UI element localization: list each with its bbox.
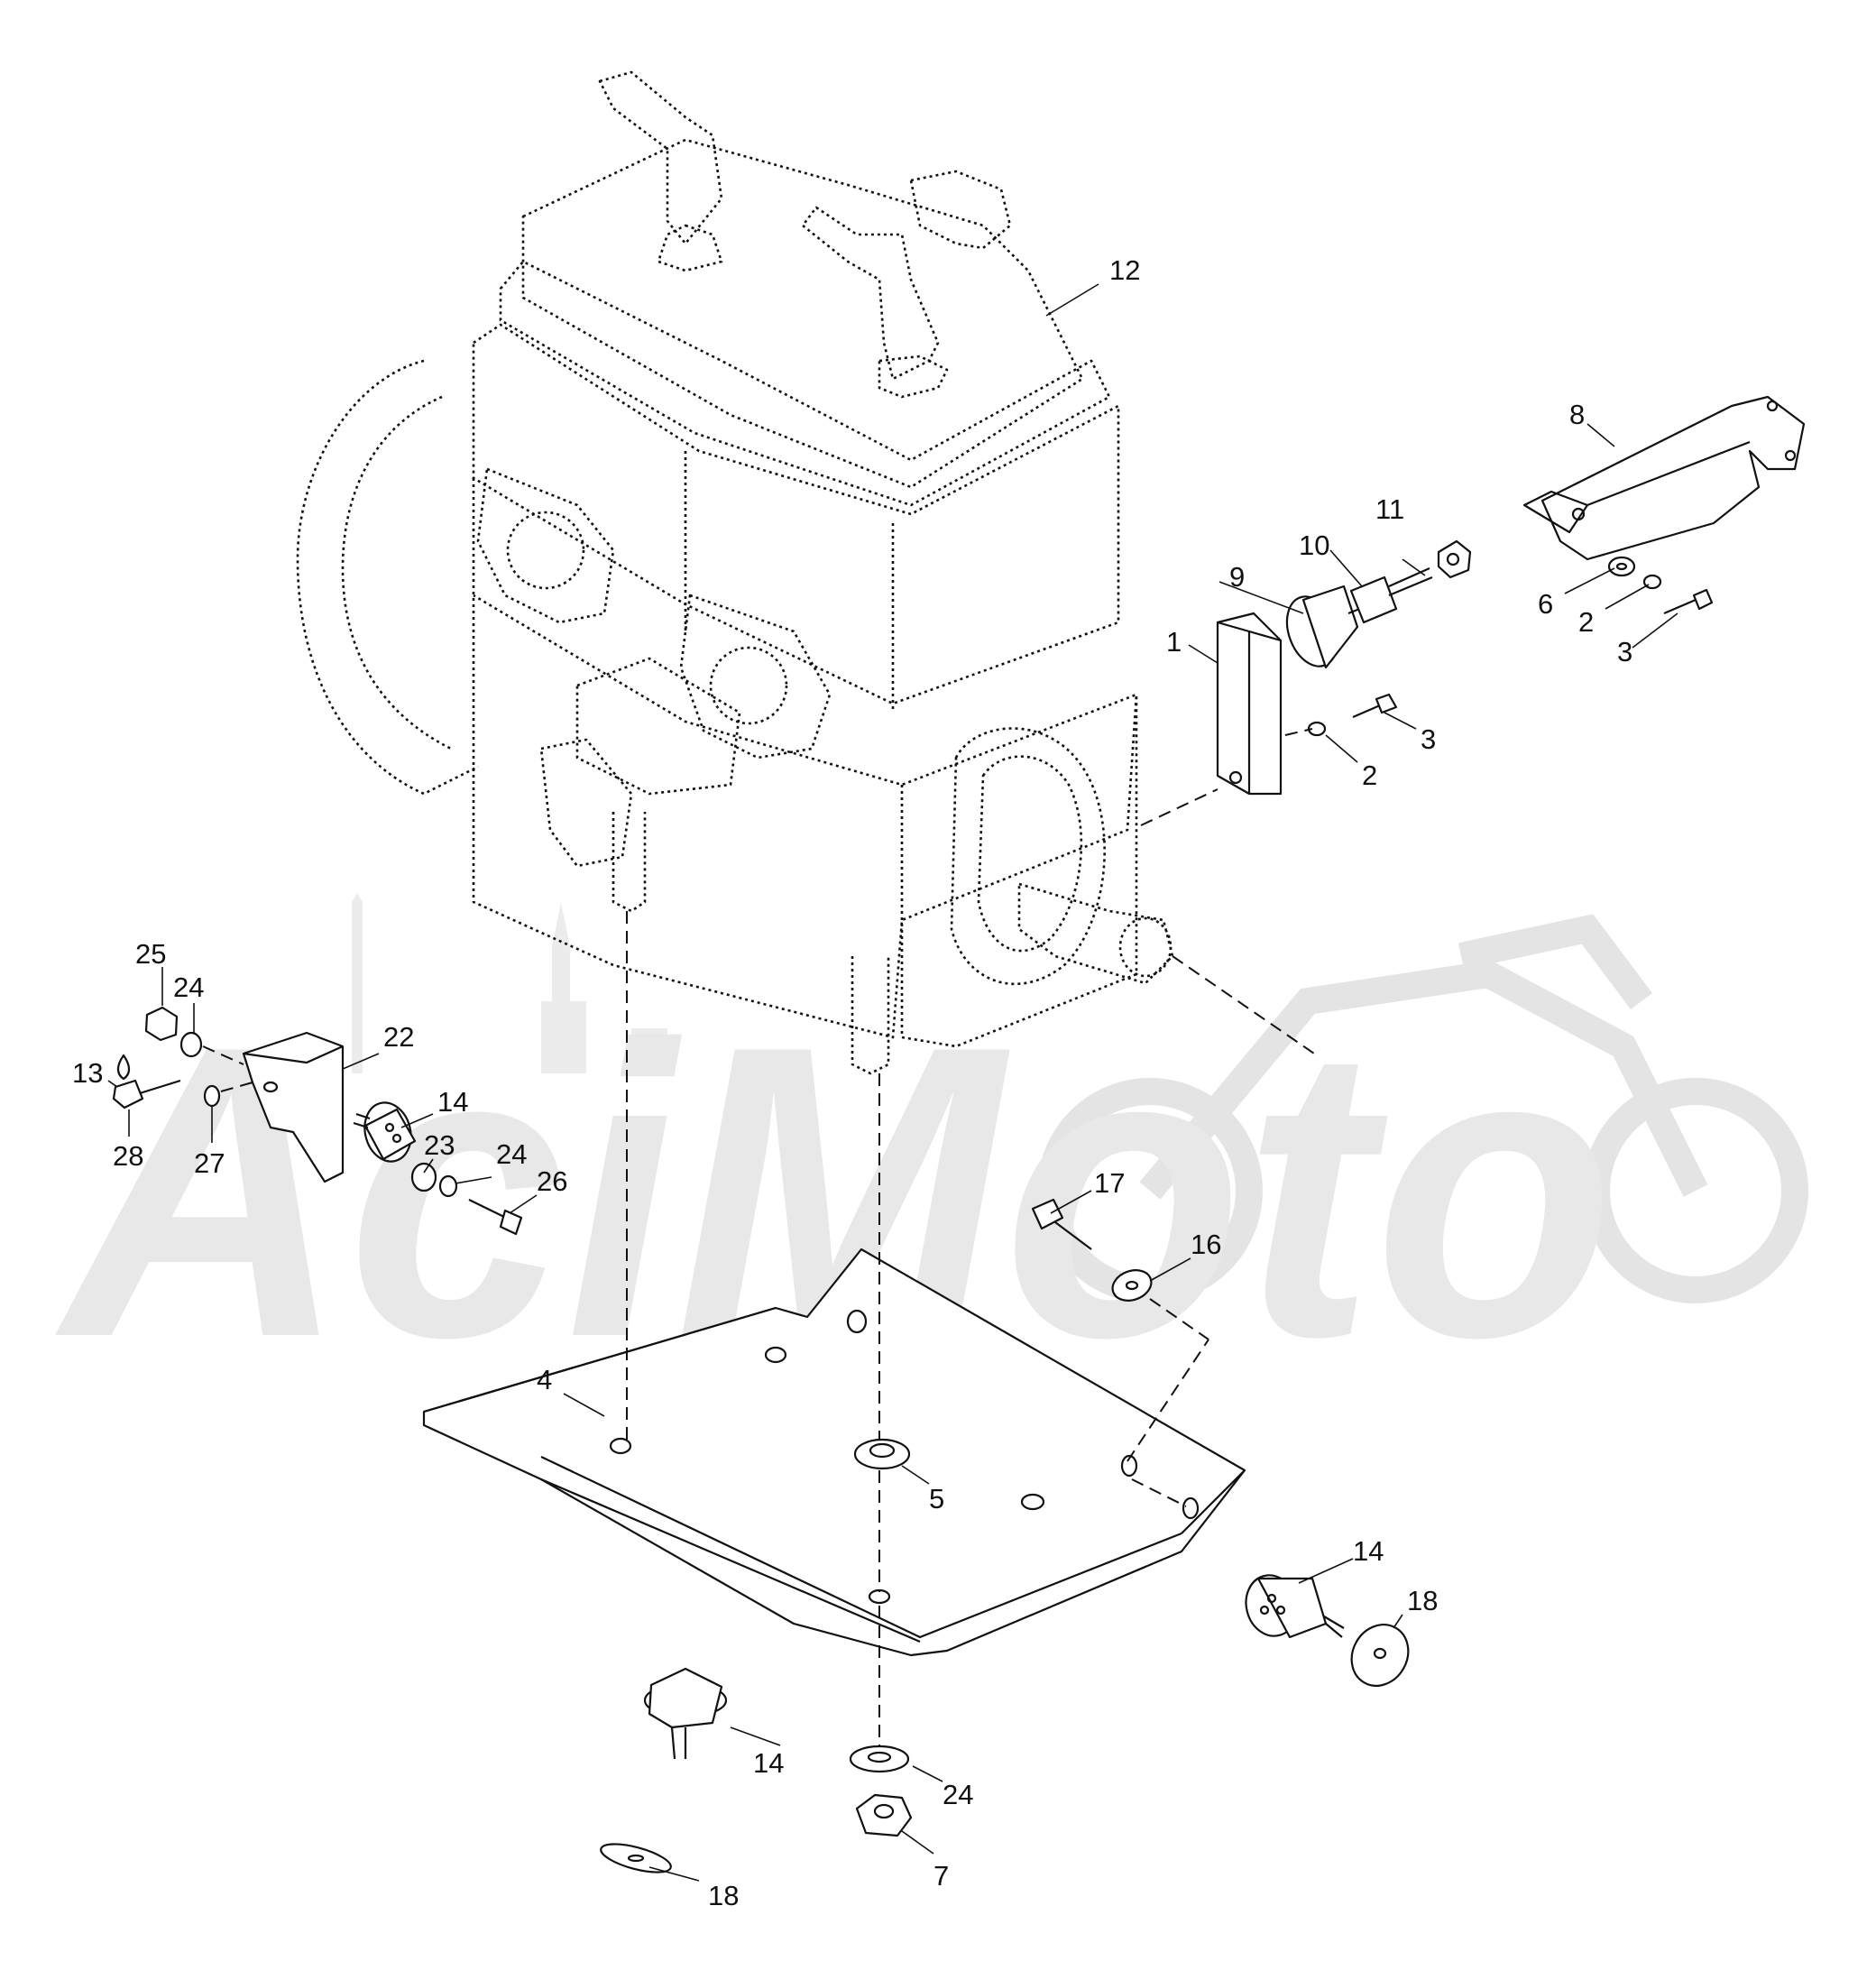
engine-phantom (296, 70, 1318, 1075)
callout-16: 16 (1191, 1229, 1221, 1260)
callout-10: 10 (1299, 529, 1329, 561)
callout-22: 22 (383, 1021, 414, 1053)
grommet-part-5 (853, 1438, 911, 1470)
callout-28: 28 (113, 1140, 143, 1172)
bracket-part-22 (242, 1031, 345, 1183)
callout-12: 12 (1109, 254, 1140, 286)
bolt-part-3-upper (1663, 588, 1714, 615)
callout-24-middle: 24 (496, 1138, 527, 1170)
washer-part-23 (410, 1162, 437, 1192)
mount-part-14-right (1245, 1574, 1345, 1639)
leader-lines (107, 283, 1678, 1882)
callout-6: 6 (1538, 588, 1553, 620)
motorcycle-watermark-icon (1037, 914, 1808, 1303)
washer-part-18-bottom (600, 1843, 672, 1874)
callout-18-bottom: 18 (708, 1880, 739, 1911)
washer-part-6 (1607, 556, 1636, 577)
washer-part-24-upper (179, 1031, 203, 1058)
bolt-part-26 (468, 1199, 523, 1236)
washer-part-24-middle (438, 1174, 458, 1198)
washer-part-18-right (1350, 1624, 1410, 1687)
callout-11: 11 (1375, 493, 1404, 525)
callout-26: 26 (537, 1165, 567, 1197)
callout-5: 5 (929, 1483, 944, 1514)
callout-2-upper: 2 (1578, 606, 1594, 638)
callout-3-upper: 3 (1617, 636, 1632, 667)
callout-1: 1 (1166, 626, 1182, 658)
nut-part-7 (855, 1793, 913, 1837)
nut-part-25 (144, 1006, 179, 1042)
stud-part-10 (1349, 566, 1433, 624)
callout-14-right: 14 (1353, 1535, 1384, 1567)
washer-part-24-bottom (849, 1745, 910, 1773)
callout-27: 27 (194, 1147, 225, 1179)
bolt-part-17 (1031, 1198, 1092, 1250)
callout-2-lower: 2 (1362, 760, 1377, 791)
plate-part-1 (1216, 612, 1283, 796)
drop-icon (116, 1054, 131, 1081)
bolt-part-3-lower (1352, 693, 1398, 719)
skid-plate-part-4 (422, 1247, 1246, 1657)
callout-13: 13 (72, 1057, 103, 1089)
callout-17: 17 (1094, 1167, 1125, 1199)
bracket-part-8 (1522, 395, 1806, 561)
callout-25: 25 (135, 938, 166, 970)
damper-part-9 (1285, 585, 1372, 669)
callout-18-right: 18 (1407, 1585, 1438, 1616)
callout-14-left: 14 (437, 1086, 468, 1118)
callout-23: 23 (424, 1129, 455, 1161)
callout-4: 4 (537, 1364, 552, 1395)
callout-labels: 12 8 11 10 9 1 6 2 3 3 2 25 24 22 13 28 … (72, 254, 1632, 1911)
callout-24-bottom: 24 (943, 1779, 973, 1810)
callout-14-bottom: 14 (753, 1747, 784, 1779)
washer-part-27 (203, 1084, 221, 1108)
mount-part-14-bottom (643, 1667, 728, 1760)
mount-part-14-left (353, 1101, 417, 1163)
callout-8: 8 (1569, 399, 1585, 430)
callout-3-lower: 3 (1421, 723, 1436, 755)
callout-24-upper: 24 (173, 971, 204, 1003)
callout-9: 9 (1229, 561, 1245, 593)
nut-part-11 (1437, 539, 1472, 579)
washer-part-16 (1111, 1269, 1153, 1302)
cap-screw-part-28 (112, 1079, 181, 1109)
callout-7: 7 (933, 1860, 949, 1892)
